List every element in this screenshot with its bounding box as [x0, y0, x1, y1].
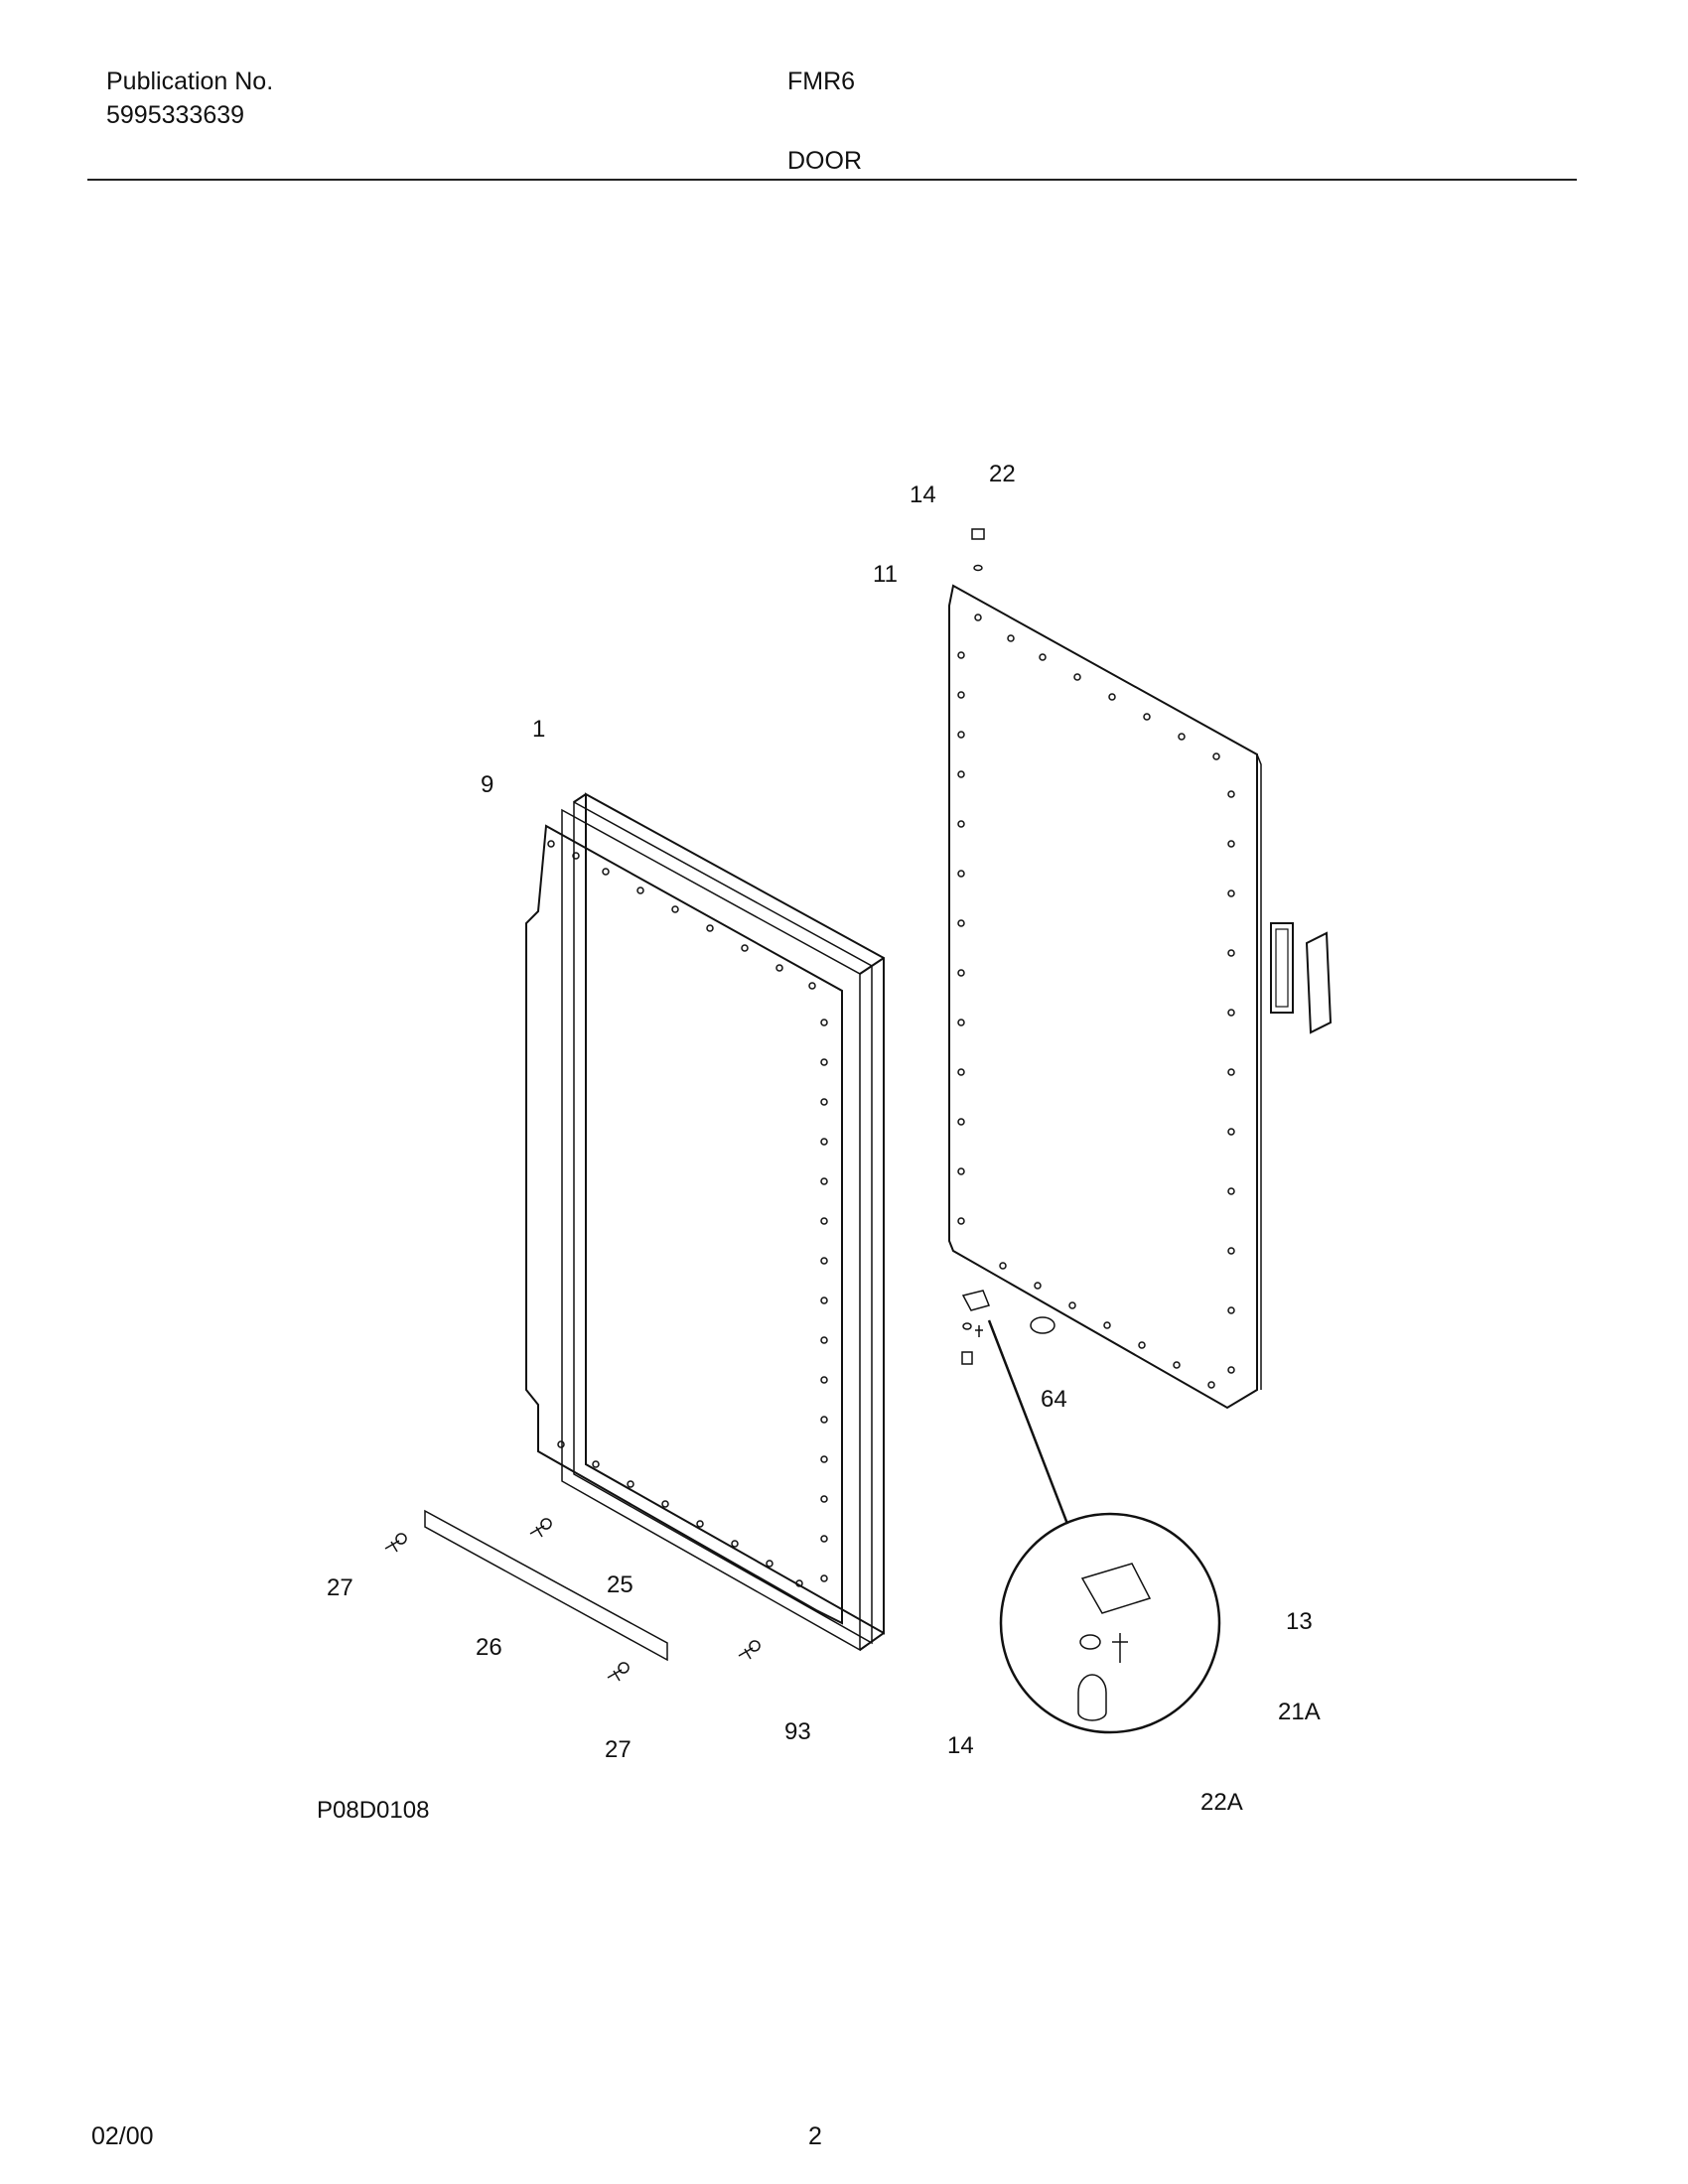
top-hinge-parts — [971, 528, 985, 572]
drawing-id: P08D0108 — [317, 1797, 430, 1824]
callout-22a: 22A — [1200, 1789, 1243, 1816]
callout-13: 13 — [1286, 1608, 1313, 1635]
callout-14-top: 14 — [910, 481, 936, 508]
outer-panel-hole-row — [957, 614, 1235, 1389]
breaker-strip — [424, 1509, 668, 1662]
callout-11: 11 — [873, 561, 898, 588]
model-number: FMR6 — [787, 68, 856, 95]
callout-26: 26 — [476, 1634, 502, 1661]
handle-parts — [1270, 922, 1333, 1034]
header-rule — [87, 179, 1577, 181]
detail-leader-line — [987, 1319, 1069, 1525]
page-number: 2 — [808, 2122, 822, 2150]
callout-64: 64 — [1041, 1386, 1067, 1413]
callout-22: 22 — [989, 461, 1016, 487]
outer-door-panel — [948, 584, 1333, 1410]
callout-25: 25 — [607, 1571, 633, 1598]
callout-27-left: 27 — [327, 1574, 353, 1601]
gasket-frame-assembly — [561, 792, 885, 1652]
inner-liner-panel — [525, 824, 843, 1625]
section-title: DOOR — [787, 147, 862, 175]
publication-label: Publication No. — [106, 68, 274, 95]
callout-21a: 21A — [1278, 1699, 1321, 1725]
footer-date: 02/00 — [91, 2122, 154, 2150]
bottom-hinge-parts — [961, 1290, 1055, 1365]
callout-27-bottom: 27 — [605, 1736, 632, 1763]
hinge-detail-circle — [999, 1512, 1221, 1734]
callout-93: 93 — [784, 1718, 811, 1745]
callout-14-bottom: 14 — [947, 1732, 974, 1759]
publication-number: 5995333639 — [106, 101, 245, 129]
screws — [384, 1518, 761, 1682]
callout-1: 1 — [532, 716, 546, 743]
callout-9: 9 — [481, 771, 494, 798]
